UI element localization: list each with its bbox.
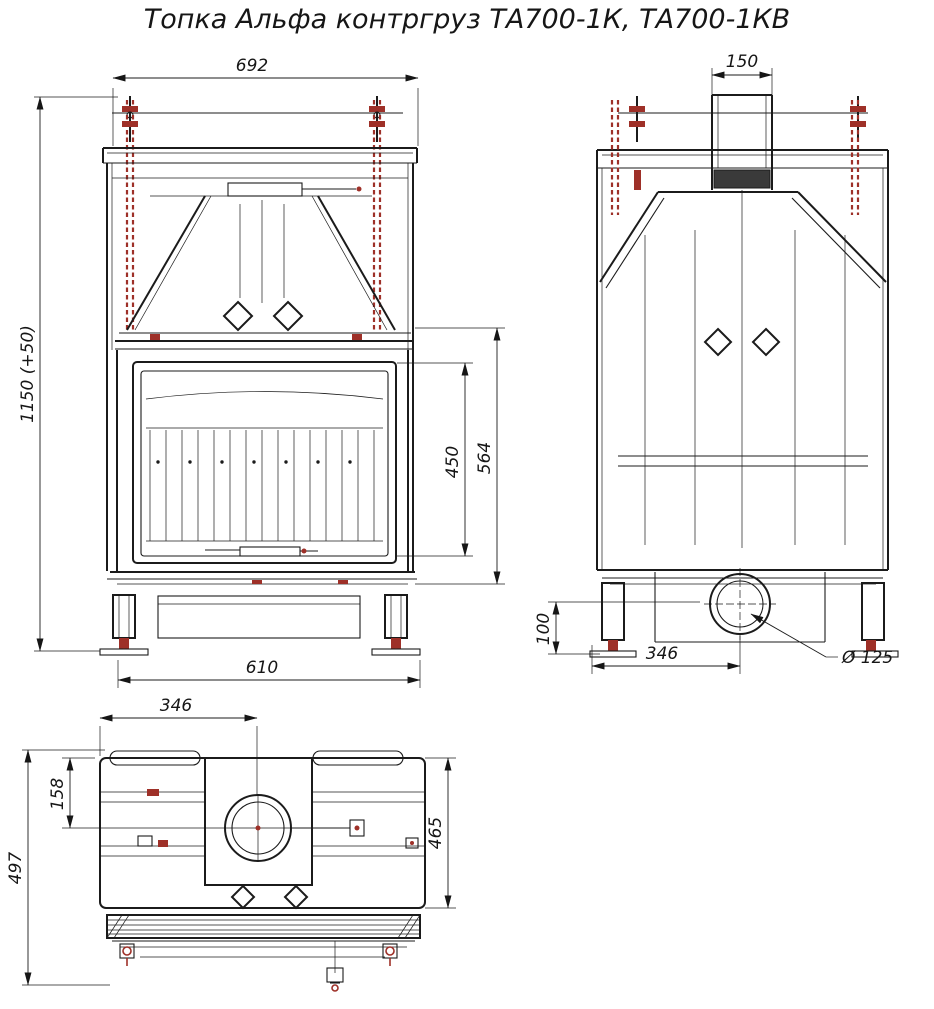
counterweight-mechanism	[112, 96, 403, 332]
dim-label-158: 158	[48, 778, 68, 811]
dim-label-diameter-125: Ø 125	[841, 648, 893, 668]
base-and-legs-side	[589, 568, 899, 658]
glass-dots	[156, 460, 352, 464]
body-sides	[106, 163, 414, 571]
vent-diamond-top-left	[230, 884, 256, 910]
dim-side-flue-diameter: Ø 125	[750, 613, 893, 668]
leg-side-left	[601, 582, 625, 641]
firebox-door	[116, 350, 409, 572]
dim-top-depth-body: 465	[425, 757, 456, 909]
dim-front-width-base: 610	[117, 658, 421, 688]
dim-front-width-top: 692	[112, 56, 419, 146]
bottom-hardware	[112, 940, 415, 992]
counterweight-mechanism-side	[610, 96, 868, 215]
dim-label-100: 100	[534, 613, 554, 645]
top-frame-rail	[102, 147, 418, 164]
dim-label-610: 610	[246, 658, 278, 678]
dim-label-497: 497	[6, 852, 26, 885]
dim-side-flue-collar: 150	[711, 52, 773, 95]
dim-label-465: 465	[426, 817, 446, 849]
dim-front-door-height: 564	[415, 327, 505, 585]
door-glass	[140, 370, 389, 557]
dim-label-346-side: 346	[646, 644, 679, 664]
flue-collar	[711, 94, 773, 190]
smoke-hood	[126, 195, 396, 332]
base-and-legs-front	[99, 571, 421, 656]
dim-top-depth-overall: 497	[6, 749, 110, 986]
dim-top-flue-y: 158	[48, 757, 225, 829]
vent-diamond-right	[272, 300, 304, 332]
top-body	[99, 750, 426, 910]
dim-label-450: 450	[443, 446, 463, 478]
flue-box-plan	[204, 757, 313, 886]
dim-side-flue-offset: 346	[591, 636, 741, 674]
door-frame	[132, 361, 397, 564]
dim-label-692: 692	[236, 56, 268, 76]
dim-label-1150: 1150 (+50)	[18, 325, 38, 423]
dim-top-flue-x: 346	[99, 696, 258, 795]
vent-diamond-side-left	[703, 327, 733, 357]
dim-side-base-height: 100	[534, 601, 700, 655]
dim-label-150: 150	[726, 52, 758, 72]
middle-shelf	[115, 332, 413, 350]
damper-knob-plan	[349, 819, 365, 837]
leg-right	[384, 594, 408, 639]
front-view: 692 1150 (+50)	[18, 56, 505, 688]
side-view: 150	[534, 52, 899, 674]
dim-front-glass-height: 450	[397, 362, 473, 557]
ash-drawer	[157, 595, 361, 639]
top-view: 346	[6, 696, 456, 992]
door-latch	[205, 546, 318, 557]
leg-side-right	[861, 582, 885, 641]
top-frame-rail-side	[596, 149, 889, 169]
dim-label-346-top: 346	[160, 696, 193, 716]
side-body	[596, 168, 889, 570]
turnbuckle	[634, 170, 641, 190]
glass-stripes	[149, 430, 375, 541]
dim-front-height-overall: 1150 (+50)	[18, 96, 118, 652]
vent-diamond-left	[222, 300, 254, 332]
dim-label-564: 564	[475, 442, 495, 474]
front-grille-strip	[106, 914, 421, 939]
vent-diamond-side-right	[751, 327, 781, 357]
vent-diamond-top-right	[283, 884, 309, 910]
leg-left	[112, 594, 136, 639]
damper-handle	[227, 182, 362, 197]
drawing-title: Топка Альфа контргруз ТА700-1К, ТА700-1К…	[144, 4, 790, 35]
